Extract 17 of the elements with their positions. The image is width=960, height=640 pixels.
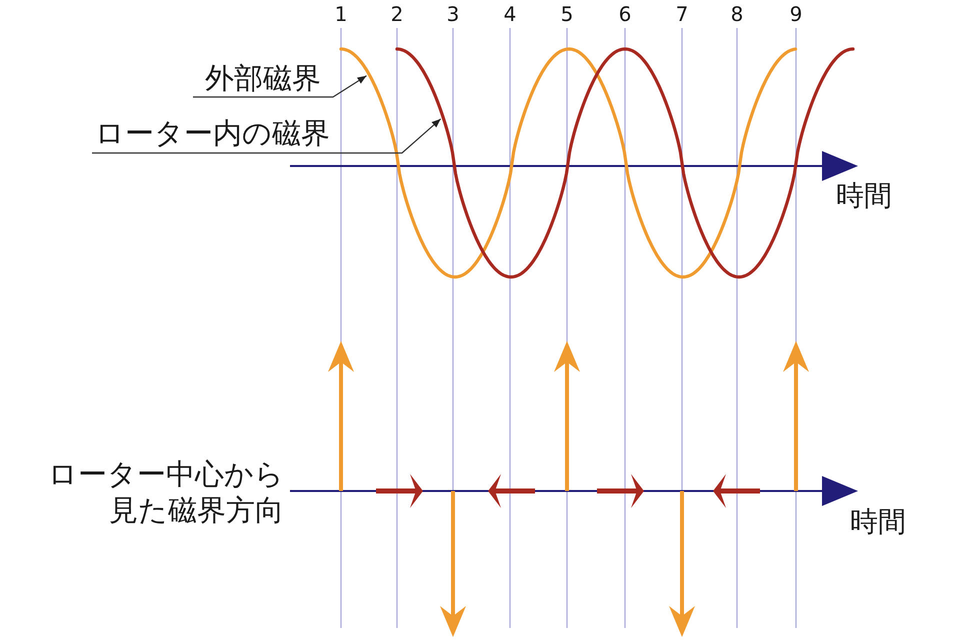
time-point-number: 4 [502, 2, 518, 26]
leader-line [193, 75, 367, 98]
time-point-number: 1 [334, 2, 348, 26]
waveform-curve [339, 47, 798, 279]
axis-label: 時間 [850, 505, 907, 539]
time-point-number: 7 [674, 2, 690, 26]
leader-line [92, 118, 442, 154]
callout-label: ローター内の磁界 [92, 117, 332, 153]
time-point-number: 3 [446, 2, 460, 26]
time-point-number: 5 [560, 2, 574, 26]
time-point-number: 9 [788, 2, 804, 26]
row-label: ローター中心から見た磁界方向 [47, 456, 284, 528]
axis-label: 時間 [836, 179, 893, 213]
time-point-number: 8 [730, 2, 744, 26]
time-point-number: 6 [618, 2, 632, 26]
callout-label: 外部磁界 [193, 62, 333, 97]
time-point-number: 2 [390, 2, 404, 26]
